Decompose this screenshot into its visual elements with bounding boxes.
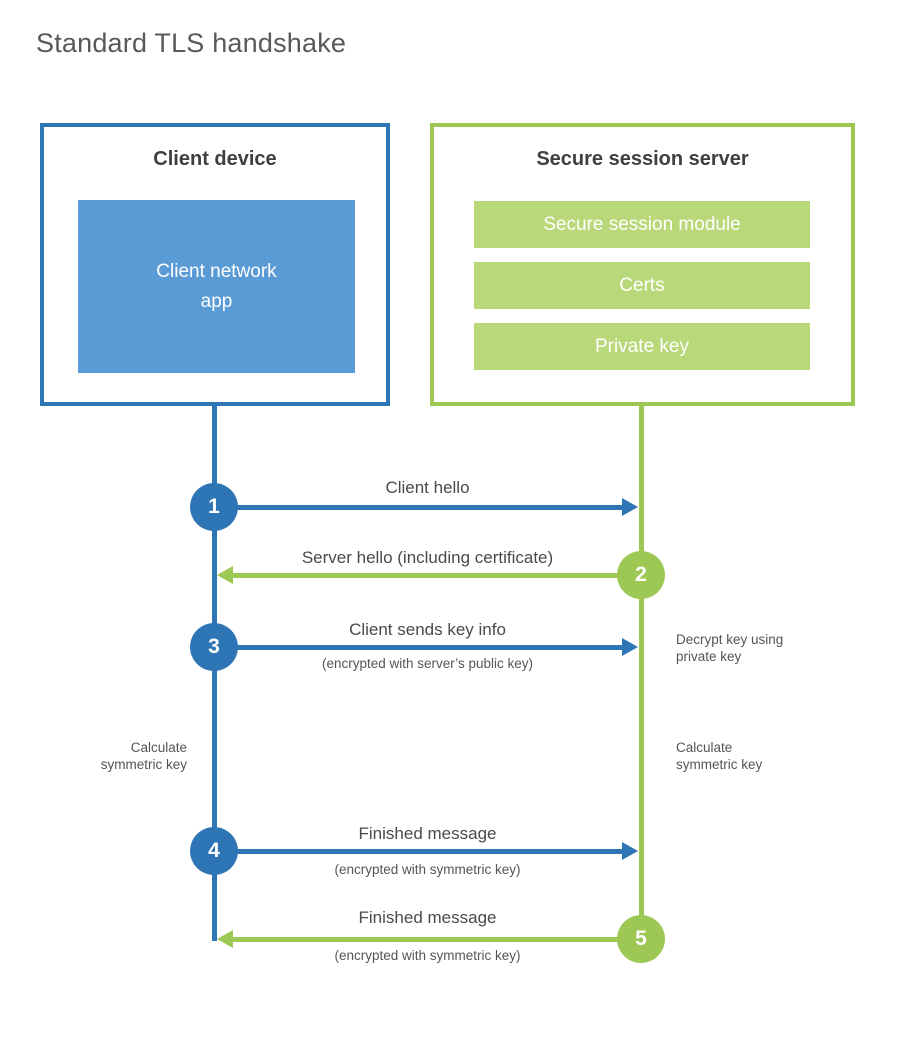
step-3-marker: 3 bbox=[190, 623, 238, 671]
step-4-label: Finished message bbox=[358, 824, 497, 843]
step-4-marker: 4 bbox=[190, 827, 238, 875]
client-device-title: Client device bbox=[153, 148, 277, 170]
step-5-arrow-line bbox=[233, 937, 641, 942]
server-module-secure-session: Secure session module bbox=[474, 201, 810, 248]
step-2-arrowhead-icon bbox=[217, 566, 233, 584]
client-network-app-block: Client network app bbox=[78, 200, 355, 373]
note-calc-server-line1: Calculate bbox=[676, 740, 733, 755]
server-module-certs: Certs bbox=[474, 262, 810, 309]
note-calc-client-line1: Calculate bbox=[130, 740, 187, 755]
note-decrypt-key: Decrypt key using private key bbox=[676, 631, 826, 666]
step-1-label: Client hello bbox=[385, 478, 470, 497]
step-1-arrow-line bbox=[214, 505, 622, 510]
client-app-label-line2: app bbox=[200, 290, 233, 312]
step-3-label: Client sends key info bbox=[349, 620, 506, 639]
step-5-arrowhead-icon bbox=[217, 930, 233, 948]
step-1-arrowhead-icon bbox=[622, 498, 638, 516]
step-4-arrowhead-icon bbox=[622, 842, 638, 860]
step-3-arrow-line bbox=[214, 645, 622, 650]
server-module-private-key: Private key bbox=[474, 323, 810, 370]
secure-session-server-box: Secure session server Secure session mod… bbox=[430, 123, 855, 406]
note-calc-client-line2: symmetric key bbox=[100, 757, 187, 773]
step-1-marker: 1 bbox=[190, 483, 238, 531]
note-calculate-symmetric-key-server: Calculate symmetric key bbox=[676, 739, 826, 774]
note-calc-server-line2: symmetric key bbox=[676, 757, 763, 773]
page-title: Standard TLS handshake bbox=[36, 28, 347, 58]
client-device-box: Client device Client network app bbox=[40, 123, 390, 406]
client-lifeline bbox=[212, 406, 217, 941]
step-5-sublabel: (encrypted with symmetric key) bbox=[334, 948, 521, 963]
step-3-arrowhead-icon bbox=[622, 638, 638, 656]
step-5-label: Finished message bbox=[358, 908, 497, 927]
note-decrypt-key-line2: private key bbox=[676, 649, 742, 665]
step-4-sublabel: (encrypted with symmetric key) bbox=[334, 862, 521, 877]
step-2-arrow-line bbox=[233, 573, 641, 578]
step-2-marker: 2 bbox=[617, 551, 665, 599]
secure-session-server-title: Secure session server bbox=[536, 148, 749, 170]
step-4-arrow-line bbox=[214, 849, 622, 854]
note-decrypt-key-line1: Decrypt key using bbox=[676, 632, 784, 647]
server-lifeline bbox=[639, 406, 644, 939]
step-5-marker: 5 bbox=[617, 915, 665, 963]
step-3-sublabel: (encrypted with server’s public key) bbox=[321, 656, 534, 671]
step-2-label: Server hello (including certificate) bbox=[301, 548, 554, 567]
client-app-label-line1: Client network bbox=[156, 261, 277, 283]
note-calculate-symmetric-key-client: Calculate symmetric key bbox=[47, 739, 187, 774]
